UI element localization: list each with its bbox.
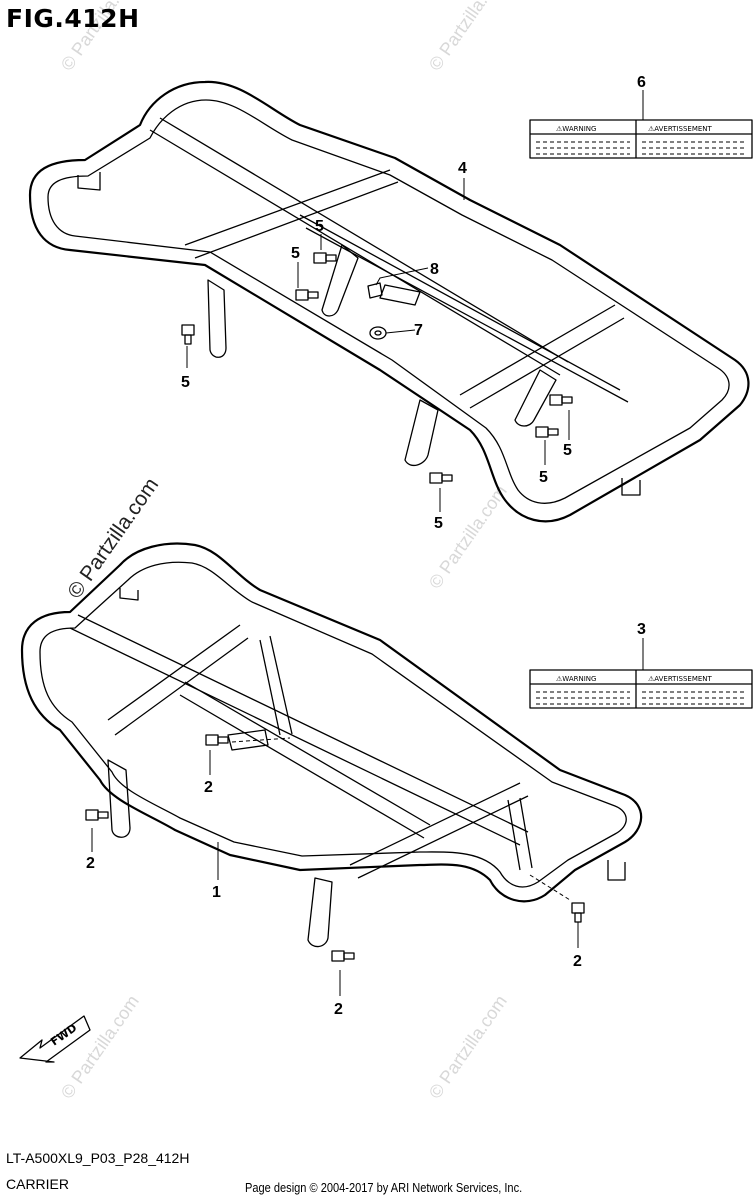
page-credit: Page design © 2004-2017 by ARI Network S… xyxy=(245,1180,523,1195)
washer-icon xyxy=(369,326,387,340)
callout-2: 2 xyxy=(204,779,213,796)
callouts: 6 4 5 5 8 7 5 5 5 5 3 2 2 1 2 2 xyxy=(86,74,646,1018)
figure-code: LT-A500XL9_P03_P28_412H xyxy=(6,1150,190,1166)
avertissement-text: ⚠AVERTISSEMENT xyxy=(648,125,713,133)
watermark-faint: © Partzilla.com xyxy=(425,481,511,592)
warning-text: ⚠WARNING xyxy=(556,125,596,133)
front-carrier-frame xyxy=(20,542,643,948)
watermark-faint: © Partzilla.com xyxy=(425,0,511,74)
faint-watermarks: © Partzilla.com © Partzilla.com © Partzi… xyxy=(57,0,511,1102)
watermark-faint: © Partzilla.com xyxy=(425,991,511,1102)
screw-icon xyxy=(367,282,383,299)
warning-text: ⚠WARNING xyxy=(556,675,596,683)
callout-2: 2 xyxy=(573,953,582,970)
callout-5: 5 xyxy=(434,515,443,532)
fwd-label: FWD xyxy=(48,1021,79,1048)
callout-4: 4 xyxy=(458,160,467,177)
warning-label-6: ⚠WARNING ⚠AVERTISSEMENT xyxy=(529,119,753,159)
callout-2: 2 xyxy=(86,855,95,872)
callout-6: 6 xyxy=(637,74,646,91)
callout-8: 8 xyxy=(430,261,439,278)
callout-5: 5 xyxy=(539,469,548,486)
bolt-icon xyxy=(181,252,573,484)
callout-1: 1 xyxy=(212,884,221,901)
watermark-strong: © Partzilla.com xyxy=(63,474,163,603)
warning-label-3: ⚠WARNING ⚠AVERTISSEMENT xyxy=(529,669,753,709)
callout-5: 5 xyxy=(315,218,324,235)
watermark-faint: © Partzilla.com xyxy=(57,991,143,1102)
figure-name: CARRIER xyxy=(6,1176,70,1192)
callout-7: 7 xyxy=(414,322,423,339)
forward-arrow-icon: FWD xyxy=(19,1015,91,1063)
figure-title: FIG.412H xyxy=(6,4,140,33)
callout-3: 3 xyxy=(637,621,646,638)
callout-2: 2 xyxy=(334,1001,343,1018)
callout-5: 5 xyxy=(291,245,300,262)
rear-carrier-frame xyxy=(28,80,750,523)
callout-5: 5 xyxy=(181,374,190,391)
leader-lines xyxy=(91,90,644,996)
callout-5: 5 xyxy=(563,442,572,459)
avertissement-text: ⚠AVERTISSEMENT xyxy=(648,675,713,683)
